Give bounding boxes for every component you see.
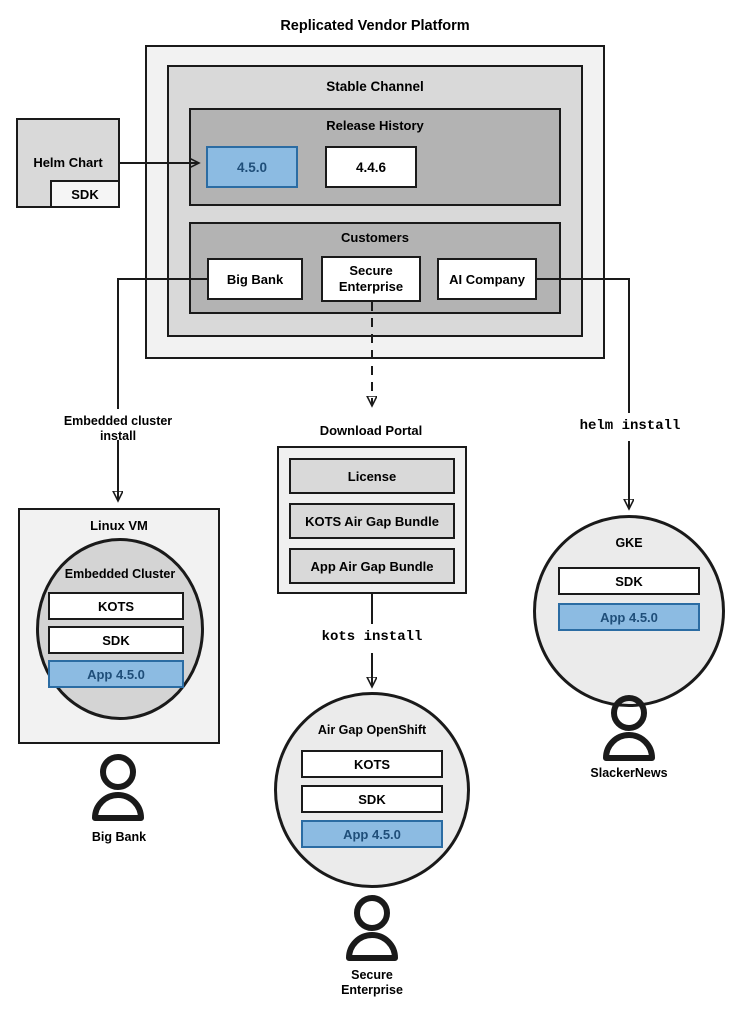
openshift-component-sdk[interactable]: SDK [301,785,443,813]
linux-vm-component-kots[interactable]: KOTS [48,592,184,620]
download-portal-title: Download Portal [319,423,423,438]
gke-title: GKE [615,536,643,550]
portal-item-app-air-gap-bundle[interactable]: App Air Gap Bundle [289,548,455,584]
air-gap-openshift-title: Air Gap OpenShift [317,723,427,737]
portal-item-kots-air-gap-bundle[interactable]: KOTS Air Gap Bundle [289,503,455,539]
linux-vm-component-sdk[interactable]: SDK [48,626,184,654]
customers-title: Customers [341,230,409,245]
release-history-title: Release History [326,118,424,133]
secure-enterprise-customer-label: Secure Enterprise [341,968,403,998]
portal-item-license[interactable]: License [289,458,455,494]
gke-component-sdk[interactable]: SDK [558,567,700,595]
helm-chart-sdk-box[interactable]: SDK [50,180,120,208]
embedded-cluster-install-label: Embedded cluster install [63,414,173,444]
person-icon-secure-enterprise [346,895,398,961]
helm-chart-label: Helm Chart [33,155,103,170]
customer-box-big-bank[interactable]: Big Bank [207,258,303,300]
person-icon-slackernews [603,695,655,761]
openshift-component-kots[interactable]: KOTS [301,750,443,778]
linux-vm-title: Linux VM [90,518,148,533]
stable-channel-title: Stable Channel [326,79,424,94]
gke-component-app[interactable]: App 4.5.0 [558,603,700,631]
helm-install-label: helm install [579,418,681,434]
customer-box-ai-company[interactable]: AI Company [437,258,537,300]
person-icon-big-bank [92,754,144,821]
slackernews-customer-label: SlackerNews [590,766,668,780]
embedded-cluster-title: Embedded Cluster [64,567,176,581]
big-bank-customer-label: Big Bank [91,830,147,844]
openshift-component-app[interactable]: App 4.5.0 [301,820,443,848]
linux-vm-component-app[interactable]: App 4.5.0 [48,660,184,688]
customer-box-secure-enterprise[interactable]: Secure Enterprise [321,256,421,302]
release-box-4-5-0[interactable]: 4.5.0 [206,146,298,188]
release-box-4-4-6[interactable]: 4.4.6 [325,146,417,188]
kots-install-label: kots install [321,629,423,645]
page-title: Replicated Vendor Platform [280,18,470,34]
